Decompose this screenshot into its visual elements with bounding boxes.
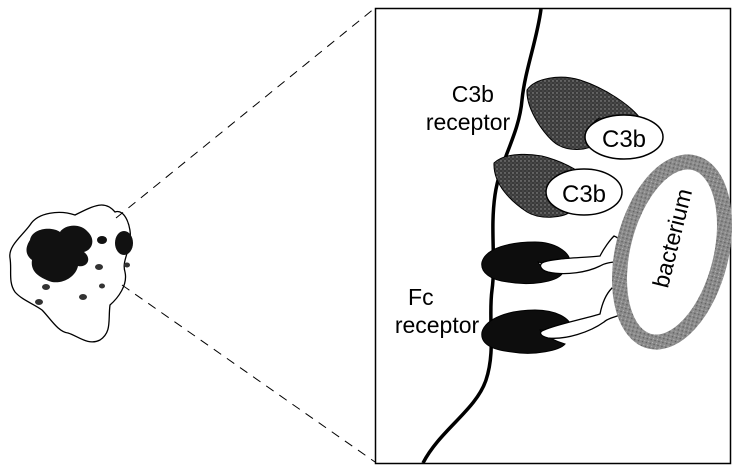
fc-receptor-label: Fc receptor <box>395 284 480 338</box>
phagocyte-cell <box>10 205 133 342</box>
membrane-line <box>423 9 541 463</box>
c3b-receptor-label: C3b receptor <box>426 81 511 135</box>
c3b-molecule-upper: C3b <box>585 115 663 159</box>
c3b-label-lower: C3b <box>562 181 606 208</box>
c3b-receptor-label-line2: receptor <box>426 109 511 135</box>
fc-receptor-label-line1: Fc <box>408 284 434 310</box>
c3b-receptor-label-line1: C3b <box>452 81 494 107</box>
c3b-molecule-lower: C3b <box>546 169 622 215</box>
zoom-line-top <box>116 8 375 218</box>
zoom-line-bottom <box>122 285 375 462</box>
fc-receptor-label-line2: receptor <box>395 312 480 338</box>
c3b-label-upper: C3b <box>602 126 646 153</box>
bacterium: bacterium <box>602 151 742 353</box>
